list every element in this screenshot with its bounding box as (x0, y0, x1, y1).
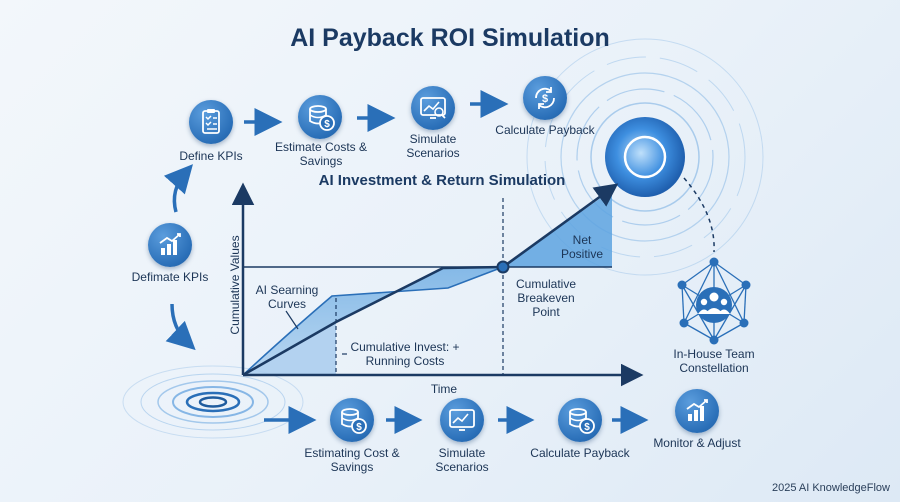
coin-stack-icon: $ (558, 398, 602, 442)
step-calculate-payback: Calculate Payback (495, 123, 595, 137)
step-estimating-cost: Estimating Cost & Savings (304, 446, 400, 474)
coin-stack-icon: $ (298, 95, 342, 139)
roi-plot (231, 182, 644, 387)
learning-callout-leader (285, 310, 299, 330)
clipboard-checklist-icon (189, 100, 233, 144)
glow-orb-ring (623, 135, 667, 179)
step-calculate-payback-bottom: Calculate Payback (530, 446, 630, 460)
breakeven-point (496, 260, 510, 274)
y-axis-label: Cumulative Values (228, 235, 242, 335)
left-cycle-arrow-down (165, 303, 196, 351)
bar-growth-icon (148, 223, 192, 267)
coin-stack-icon: $ (330, 398, 374, 442)
learning-curve-label: AI Searning Curves (255, 283, 319, 311)
step-defimate-kpis: Defimate KPIs (131, 270, 209, 284)
breakeven-label: Cumulative Breakeven Point (515, 277, 577, 319)
svg-text:$: $ (356, 422, 362, 433)
learning-curve-line (242, 266, 504, 376)
dollar-cycle-icon: $ (523, 76, 567, 120)
footer-credit: 2025 AI KnowledgeFlow (771, 482, 890, 494)
step-estimate-costs: Estimate Costs & Savings (274, 140, 368, 168)
step-simulate-scenarios-bottom: Simulate Scenarios (435, 446, 489, 474)
bar-growth-icon (675, 389, 719, 433)
return-line (502, 183, 619, 269)
glow-orb (605, 117, 685, 197)
team-network-nodes (677, 257, 751, 345)
svg-text:$: $ (324, 119, 330, 130)
invest-line-label: Cumulative Invest: + Running Costs (350, 340, 460, 368)
net-positive-label: Net Positive (560, 233, 604, 261)
page-title: AI Payback ROI Simulation (290, 24, 610, 52)
step-define-kpis: Define KPIs (179, 149, 243, 163)
team-constellation-label: In-House Team Constellation (673, 347, 755, 375)
svg-text:$: $ (542, 93, 548, 105)
ripple-top-right (526, 38, 764, 276)
step-simulate-scenarios: Simulate Scenarios (406, 132, 460, 160)
chart-title: AI Investment & Return Simulation (318, 172, 566, 189)
ripple-bottom-left (122, 365, 304, 439)
step-monitor-adjust: Monitor & Adjust (653, 436, 741, 450)
orb-team-connector (683, 177, 715, 253)
monitor-chart-icon (411, 86, 455, 130)
x-axis-label: Time (430, 382, 458, 396)
monitor-chart-icon (440, 398, 484, 442)
team-people-icon (696, 287, 732, 323)
left-cycle-arrow-up (163, 164, 193, 213)
svg-text:$: $ (584, 422, 590, 433)
top-flow-arrows (244, 90, 509, 136)
cumulative-invest-line (242, 265, 504, 377)
